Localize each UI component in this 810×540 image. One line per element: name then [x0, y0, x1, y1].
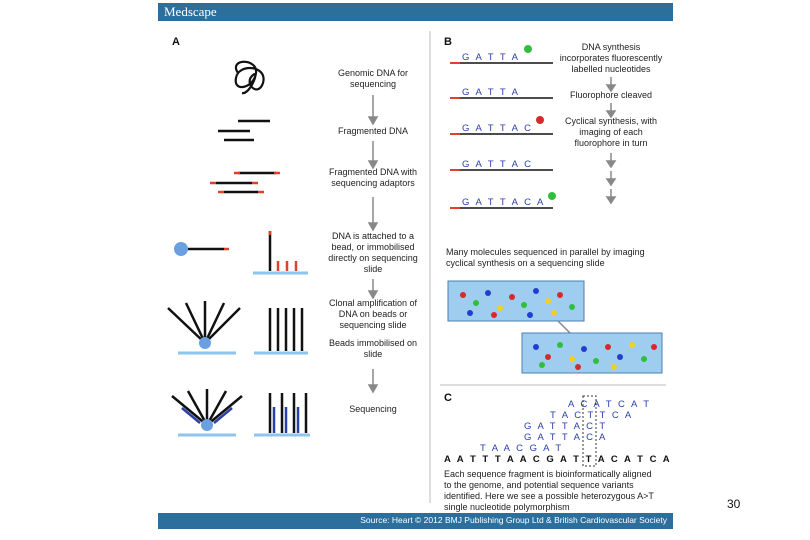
step-label: sequencing slide [339, 320, 406, 330]
step-label: Fragmented DNA [338, 126, 408, 136]
parallel-caption: cyclical synthesis on a sequencing slide [446, 258, 605, 268]
slide-attachment-graphic [253, 231, 308, 275]
panel-a-steps: Genomic DNA for sequencing Fragmented DN… [328, 68, 418, 414]
note-label: Cyclical synthesis, with [565, 116, 657, 126]
caption-line: Each sequence fragment is bioinformatica… [444, 469, 652, 479]
note-label: labelled nucleotides [571, 64, 651, 74]
step-label: Sequencing [349, 404, 397, 414]
note-label: fluorophore in turn [574, 138, 647, 148]
clonal-bead-graphic [167, 301, 241, 355]
genomic-dna-graphic [234, 60, 265, 95]
source-credit: Source: Heart © 2012 BMJ Publishing Grou… [360, 515, 667, 525]
panel-c-caption: Each sequence fragment is bioinformatica… [444, 469, 654, 512]
fragment: T A C T T C A [550, 410, 633, 421]
fragment: A C A T C A T [568, 399, 651, 410]
read-sequence: G A T T A C A [462, 197, 545, 208]
note-label: incorporates fluorescently [560, 53, 663, 63]
step-label: DNA is attached to a [332, 231, 414, 241]
bead-attachment-graphic [174, 242, 229, 256]
step-label: Clonal amplification of [329, 298, 418, 308]
figure-frame: Medscape A B C [158, 3, 673, 529]
panel-a-label: A [172, 36, 180, 48]
caption-line: identified. Here we see a possible heter… [444, 491, 654, 501]
step-label: Beads immobilised on [329, 338, 417, 348]
read-sequence: G A T T A C [462, 159, 533, 170]
reference-sequence: A A T T T A A C G A T T A C A T C A T T … [444, 454, 673, 465]
caption-line: to the genome, and potential sequence va… [444, 480, 634, 490]
panel-b-reads: G A T T A G A T T A G A T T A C G A T T … [450, 45, 556, 209]
sequencing-slide-1 [447, 280, 585, 322]
step-label: bead, or immobilised [331, 242, 414, 252]
green-fluorophore [524, 45, 532, 53]
figure-diagram: A B C [167, 31, 673, 512]
brand-logo: Medscape [164, 4, 217, 19]
green-fluorophore [548, 192, 556, 200]
panel-a-arrows [367, 95, 379, 394]
note-label: Fluorophore cleaved [570, 90, 652, 100]
step-label: DNA on beads or [339, 309, 408, 319]
page-number: 30 [727, 497, 741, 511]
sequencing-bead-graphic [171, 389, 243, 437]
step-label: slide [364, 349, 383, 359]
note-label: DNA synthesis [582, 42, 641, 52]
step-label: sequencing adaptors [331, 178, 415, 188]
parallel-caption: Many molecules sequenced in parallel by … [446, 247, 645, 257]
panel-b-notes: DNA synthesis incorporates fluorescently… [560, 42, 663, 148]
clonal-slide-graphic [254, 308, 308, 355]
panel-b-arrows [605, 77, 617, 205]
read-sequence: G A T T A [462, 52, 520, 63]
panel-b-label: B [444, 36, 452, 48]
fragment: G A T T A C T [524, 421, 607, 432]
sequencing-slide-graphic [254, 393, 310, 437]
fragmented-dna-graphic [218, 119, 270, 142]
note-label: imaging of each [579, 127, 643, 137]
read-sequence: G A T T A C [462, 123, 533, 134]
red-fluorophore [536, 116, 544, 124]
footer-bar: Source: Heart © 2012 BMJ Publishing Grou… [158, 513, 673, 529]
step-label: Genomic DNA for [338, 68, 408, 78]
snp-highlight-box [582, 395, 597, 467]
adaptor-dna-graphic [210, 171, 280, 194]
step-label: directly on sequencing [328, 253, 418, 263]
header-bar: Medscape [158, 3, 673, 21]
panel-c-label: C [444, 392, 452, 404]
read-sequence: G A T T A [462, 87, 520, 98]
step-label: sequencing [350, 79, 396, 89]
fragment: G A T T A C A [524, 432, 607, 443]
step-label: slide [364, 264, 383, 274]
caption-line: single nucleotide polymorphism [444, 502, 570, 512]
step-label: Fragmented DNA with [329, 167, 417, 177]
fragment: T A A C G A T [480, 443, 563, 454]
sequencing-slide-2 [521, 332, 663, 374]
panel-c-alignment: A C A T C A T T A C T T C A G A T T A C … [444, 395, 673, 467]
